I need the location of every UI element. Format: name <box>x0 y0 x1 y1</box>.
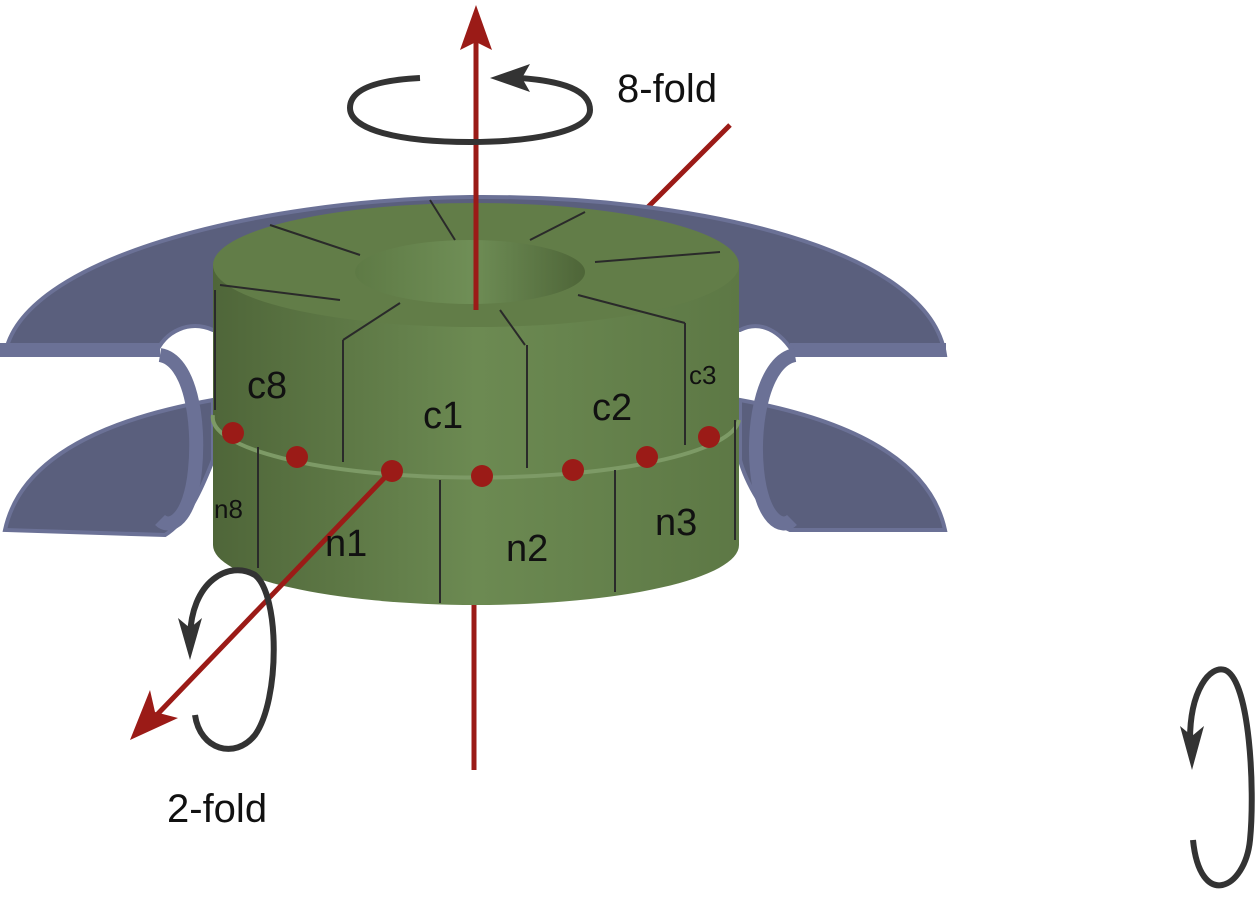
two-fold-rotation-arrow <box>187 567 277 752</box>
subunit-n8: n8 <box>214 494 243 524</box>
subunit-c8: c8 <box>247 365 287 407</box>
eight-fold-rotation-arrow <box>346 75 594 146</box>
membrane-fold-left <box>155 348 204 531</box>
rotation-arrow-right-head <box>1180 726 1204 770</box>
eight-fold-rotation-arrowhead <box>490 64 530 92</box>
subunit-c2: c2 <box>592 387 632 429</box>
top-divisions <box>214 199 736 603</box>
ring-hole <box>355 240 585 304</box>
two-fold-axis-arrowhead <box>130 690 178 740</box>
membrane-upper-edge-right <box>790 343 946 357</box>
membrane-fold-right <box>748 348 798 531</box>
membrane-lower-right <box>738 397 948 532</box>
subunit-n3: n3 <box>655 502 697 544</box>
rotation-arrow-right <box>1187 666 1255 889</box>
two-fold-label: 2-fold <box>167 787 267 831</box>
eight-fold-axis-arrowhead <box>460 5 492 50</box>
membrane-lower-left <box>2 397 215 538</box>
interface-dots <box>222 422 720 487</box>
subunit-c3: c3 <box>689 360 716 390</box>
subunit-n2: n2 <box>506 528 548 570</box>
two-fold-axis-back <box>638 123 732 217</box>
two-fold-rotation-arrowhead <box>178 618 202 660</box>
two-fold-axis-front <box>148 468 394 724</box>
membrane-upper-edge-left <box>0 343 160 357</box>
subunit-n1: n1 <box>325 523 367 565</box>
eight-fold-label: 8-fold <box>617 67 717 111</box>
ring-seam <box>210 414 741 480</box>
subunit-c1: c1 <box>423 395 463 437</box>
